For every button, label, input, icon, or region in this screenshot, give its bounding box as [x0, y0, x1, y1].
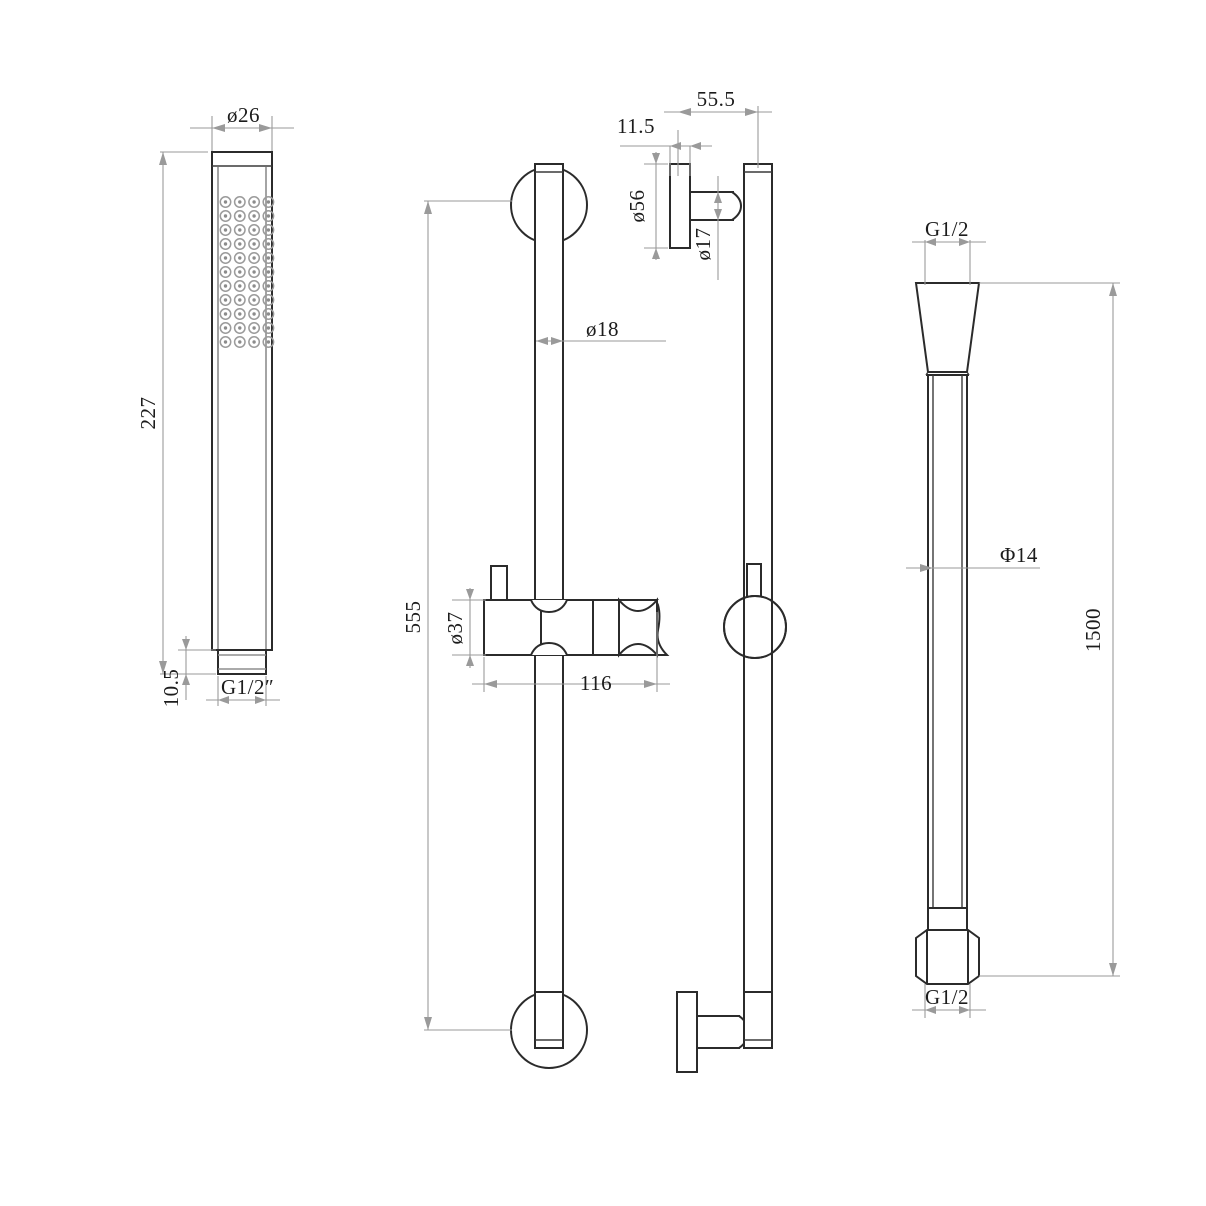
rail-slider-holder — [483, 565, 670, 658]
hose-diameter-dimension — [906, 564, 1040, 572]
dim-hose-dia: Φ14 — [1000, 543, 1038, 567]
hose-length-dimension — [979, 282, 1120, 977]
handset-thread-connector — [217, 649, 267, 675]
wallplate-thickness-dimension — [620, 142, 712, 176]
hose-top-cone — [914, 282, 981, 373]
dim-holder-projection: 116 — [580, 671, 612, 695]
holder-diameter-dimension — [452, 588, 486, 668]
rail-diameter-dimension — [536, 337, 666, 345]
dim-handset-head-dia: ø26 — [227, 103, 260, 127]
dim-rail-dia: ø18 — [586, 317, 619, 341]
rail-bottom-stem — [696, 1015, 750, 1049]
dim-handset-length: 227 — [136, 397, 160, 430]
dim-holder-dia: ø37 — [443, 612, 467, 645]
rail-side-view — [620, 106, 788, 1073]
dim-rail-length: 555 — [401, 601, 425, 634]
dim-hose-top-thread: G1/2 — [925, 217, 969, 241]
dim-handset-thread-len: 10.5 — [159, 669, 183, 708]
hose-bottom-thread-dimension — [912, 984, 986, 1018]
hose-body — [927, 374, 968, 928]
bracket-projection-dimension — [664, 106, 772, 176]
handset-view — [159, 116, 294, 706]
handset-thread-dimension — [206, 676, 280, 706]
hose-hex-nut — [915, 929, 980, 985]
handset-length-dimension — [159, 151, 214, 675]
holder-lever — [490, 565, 508, 601]
stem-diameter-dimension — [714, 176, 722, 280]
rail-top-stem — [689, 191, 743, 221]
dim-hose-length: 1500 — [1081, 608, 1105, 652]
dim-wallplate-thickness: 11.5 — [617, 114, 655, 138]
rail-top-wallplate-side — [669, 163, 691, 249]
rail-slider-holder-side — [723, 563, 788, 659]
handset-thread-length-dimension — [178, 636, 216, 700]
handset-dia-dimension — [190, 116, 294, 152]
hose-top-thread-dimension — [912, 238, 986, 285]
dim-handset-thread: G1/2″ — [221, 675, 274, 699]
hose-view — [906, 238, 1120, 1018]
dim-bracket-projection: 55.5 — [697, 87, 736, 111]
rail-front-view — [424, 163, 670, 1069]
handset-nozzle-grid — [219, 196, 275, 348]
rail-bottom-wallplate-side — [676, 991, 698, 1073]
dim-hose-bottom-thread: G1/2 — [925, 985, 969, 1009]
dim-stem-dia: ø17 — [691, 228, 715, 261]
wallplate-diameter-dimension — [644, 152, 668, 260]
dim-wallplate-dia: ø56 — [625, 190, 649, 223]
rail-length-dimension — [424, 200, 512, 1031]
holder-projection-dimension — [472, 612, 670, 692]
